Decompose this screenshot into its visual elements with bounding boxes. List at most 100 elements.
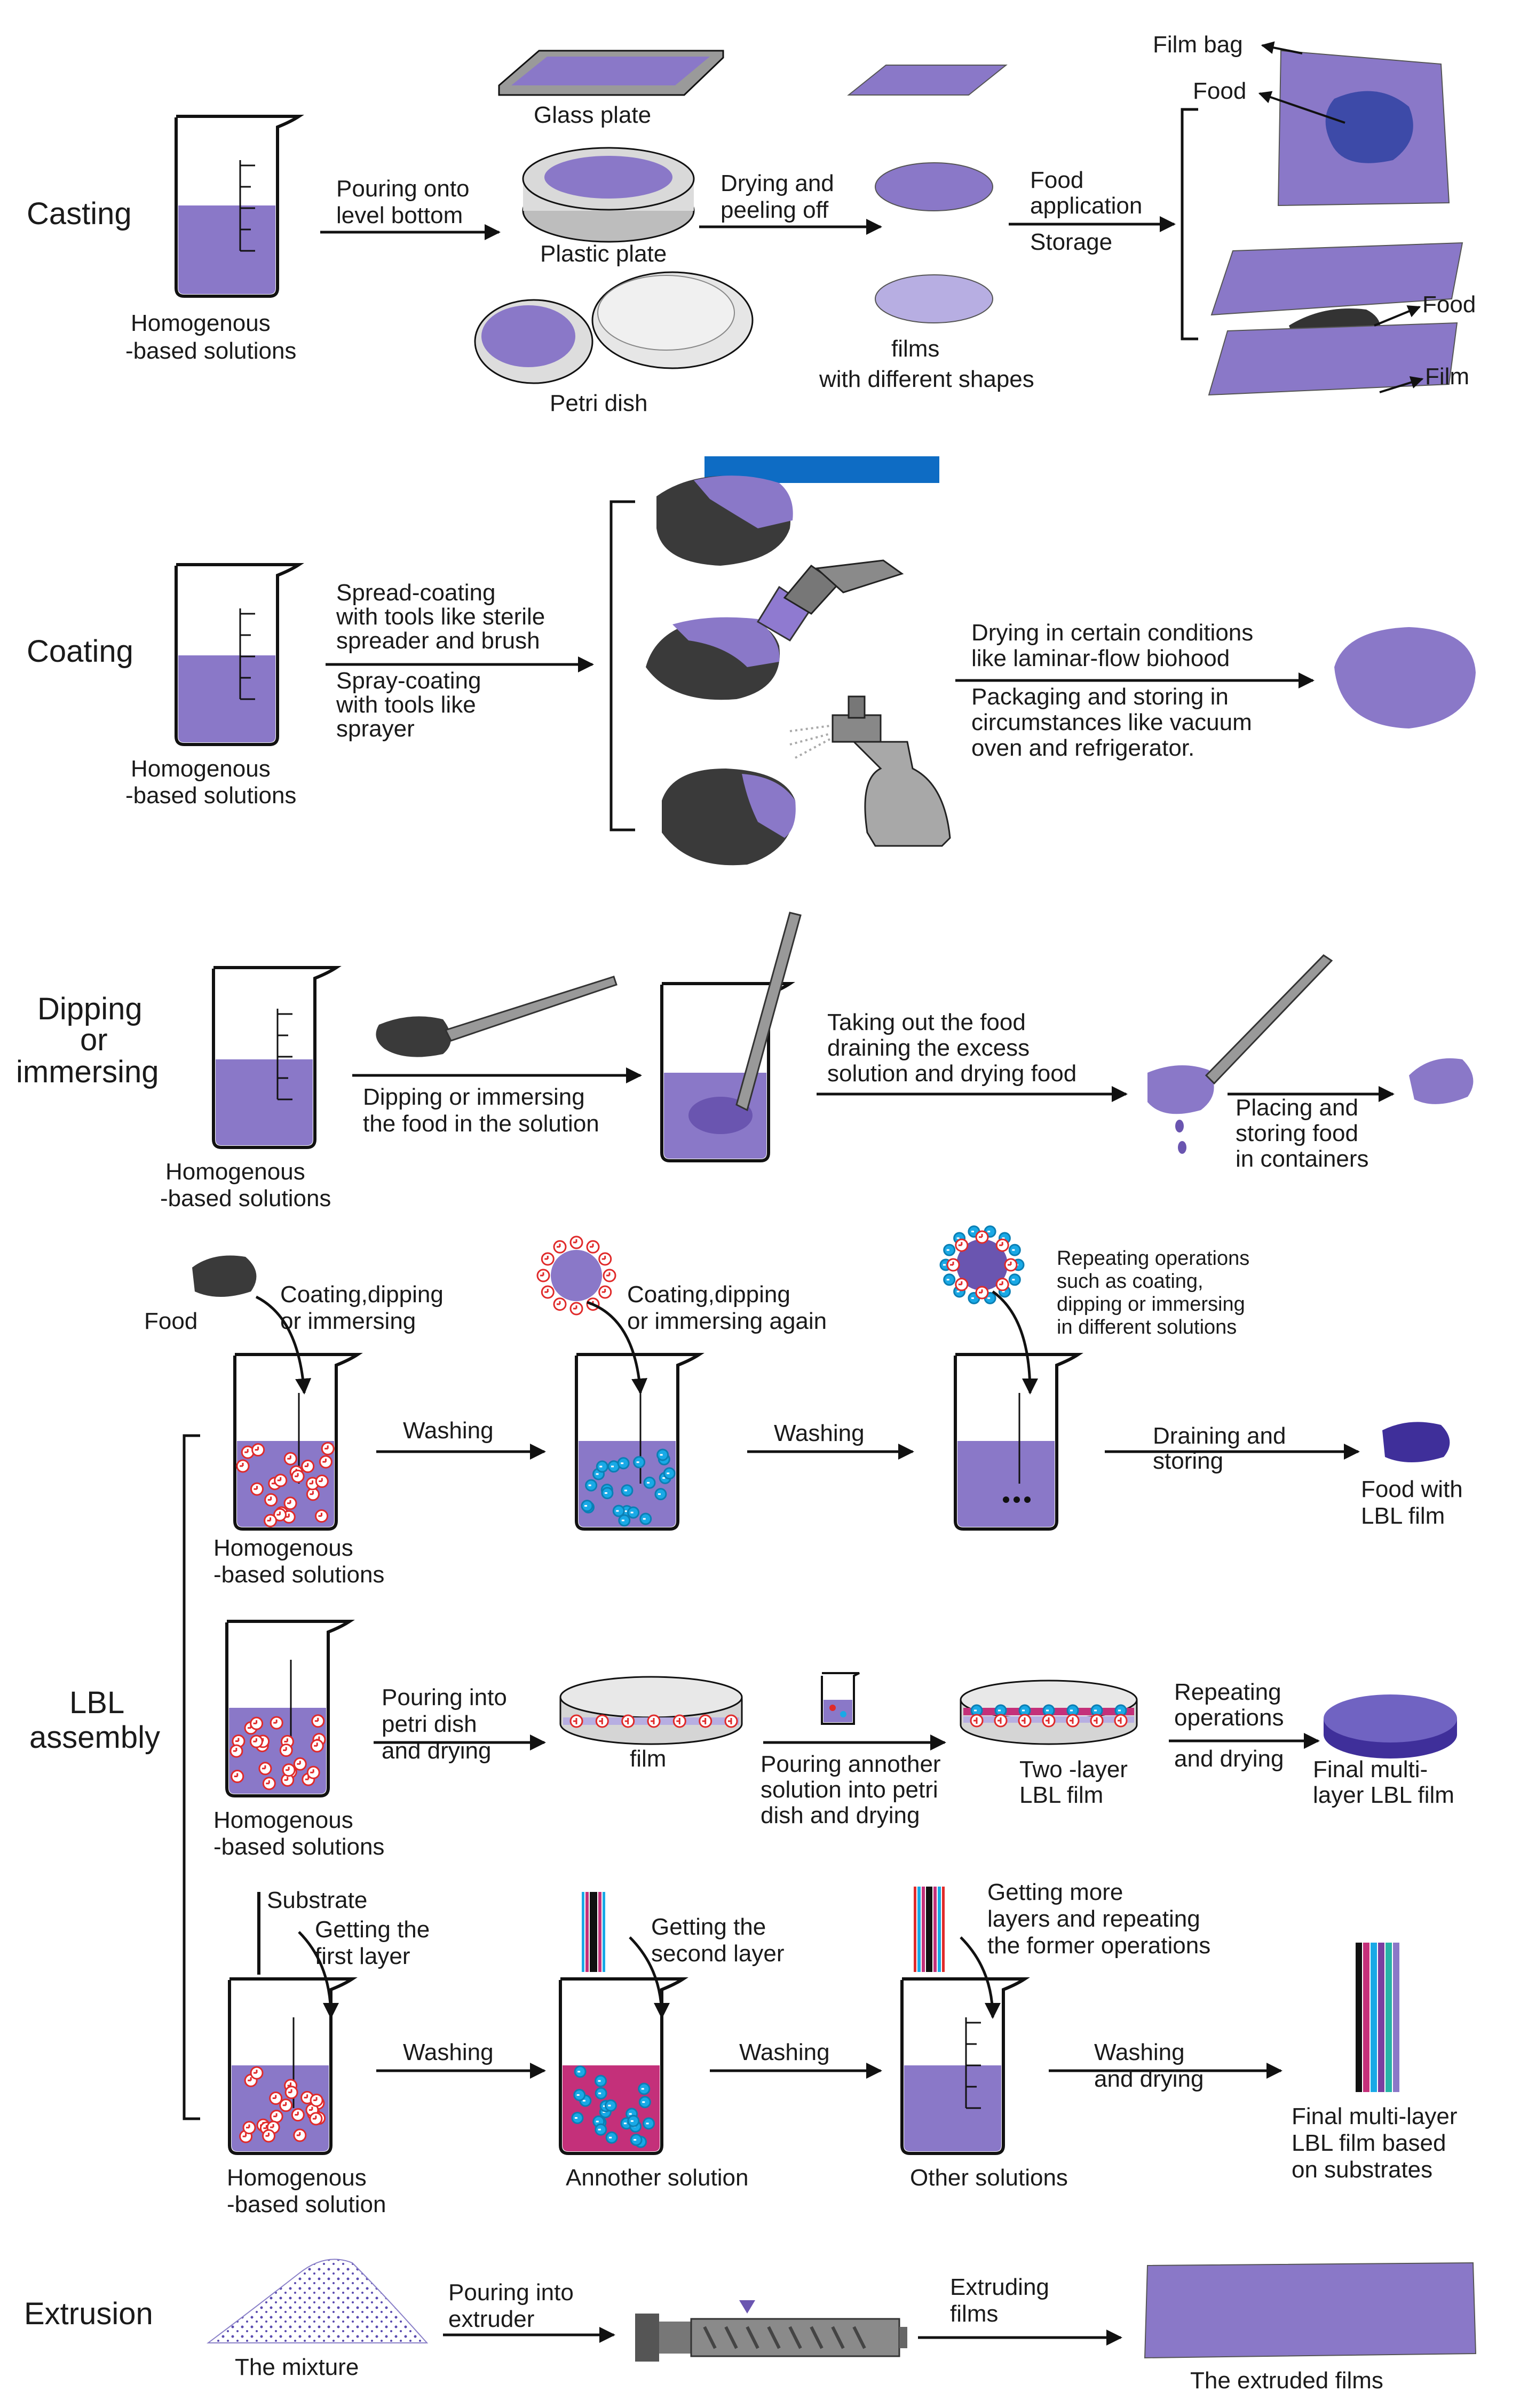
lbl-row-2: Homogenous -based solutions Pouring into… bbox=[213, 1620, 1457, 1860]
lbl-row3-beaker-1 bbox=[228, 1977, 358, 2155]
coating-pack-3: oven and refrigerator. bbox=[971, 735, 1194, 761]
dipped-food-shape bbox=[1409, 1058, 1474, 1104]
dipping-take-1: Taking out the food bbox=[827, 1009, 1026, 1035]
lbl-title-1: LBL bbox=[69, 1685, 124, 1720]
lbl-final-substrate-film bbox=[1356, 1943, 1399, 2092]
lbl-coated-food-icon-1 bbox=[536, 1235, 616, 1316]
dipping-dip-1: Dipping or immersing bbox=[363, 1084, 585, 1110]
positive-charge-row bbox=[970, 1714, 1128, 1728]
lbl-coat1-2: or immersing bbox=[280, 1308, 416, 1334]
lbl-food-shape bbox=[192, 1255, 257, 1297]
extrusion-mixture: The mixture bbox=[235, 2354, 359, 2380]
positive-charges bbox=[946, 1230, 1018, 1300]
coating-spread-1: Spread-coating bbox=[336, 580, 495, 606]
extrusion-section: Extrusion The mixture Pouring into extru… bbox=[24, 2259, 1477, 2394]
bottom-film-shape bbox=[1208, 322, 1458, 396]
casting-pour-2: level bottom bbox=[336, 202, 463, 228]
positive-charges bbox=[236, 1441, 335, 1527]
coating-spray-3: sprayer bbox=[336, 716, 415, 742]
lbl-row2-pour2-3: dish and drying bbox=[761, 1802, 920, 1828]
lbl-result-1: Food with bbox=[1361, 1476, 1463, 1502]
casting-title: Casting bbox=[27, 196, 132, 231]
film-bag-arrow bbox=[1261, 41, 1303, 54]
dipping-beaker bbox=[212, 966, 342, 1149]
lbl-row3-wash1: Washing bbox=[403, 2039, 494, 2065]
extrusion-result: The extruded films bbox=[1190, 2367, 1383, 2394]
extrusion-extrude-1: Extruding bbox=[950, 2274, 1049, 2300]
positive-charges bbox=[229, 1714, 326, 1791]
tweezers-food-icon bbox=[376, 976, 618, 1057]
coating-beaker bbox=[175, 563, 304, 746]
casting-drying-2: peeling off bbox=[721, 197, 829, 223]
lbl-more-1: Getting more bbox=[987, 1879, 1123, 1905]
negative-charges bbox=[571, 2065, 655, 2148]
lbl-coat2-1: Coating,dipping bbox=[627, 1281, 790, 1308]
dipping-title-3: immersing bbox=[16, 1055, 159, 1089]
lbl-first-2: first layer bbox=[315, 1943, 410, 1969]
coating-spray-1: Spray-coating bbox=[336, 668, 481, 694]
food2-label: Food bbox=[1422, 291, 1476, 318]
plastic-plate-shape bbox=[522, 147, 695, 243]
lbl-row2-solution-2: -based solutions bbox=[213, 1834, 384, 1860]
dipping-section: Dipping or immersing Homogenous -based s… bbox=[16, 912, 1474, 1211]
dipping-title-2: or bbox=[80, 1023, 108, 1057]
dipping-take-3: solution and drying food bbox=[827, 1060, 1076, 1087]
lbl-row3-drop-3 bbox=[960, 1936, 1001, 2019]
coating-spray-2: with tools like bbox=[336, 692, 476, 718]
lbl-second-1: Getting the bbox=[651, 1914, 766, 1940]
lbl-repeat-3: dipping or immersing bbox=[1057, 1293, 1245, 1316]
extruded-film-shape bbox=[1144, 2262, 1477, 2359]
lbl-wash1: Washing bbox=[403, 1417, 494, 1444]
lbl-small-beaker bbox=[821, 1672, 860, 1725]
lbl-petri-film bbox=[559, 1676, 743, 1745]
lbl-row-3: Substrate Getting the first layer Homoge… bbox=[227, 1879, 1458, 2217]
coating-spread-3: spreader and brush bbox=[336, 628, 540, 654]
dipping-place-2: storing food bbox=[1236, 1120, 1358, 1146]
lbl-bracket bbox=[183, 1434, 200, 2120]
lbl-row3-final-2: LBL film based bbox=[1292, 2130, 1446, 2156]
lbl-food-label: Food bbox=[144, 1308, 197, 1334]
extrusion-pour-2: extruder bbox=[448, 2306, 534, 2332]
lbl-row2-pour2-2: solution into petri bbox=[761, 1777, 938, 1803]
dipping-place-3: in containers bbox=[1236, 1146, 1368, 1172]
lbl-row3-wash3-2: and drying bbox=[1094, 2066, 1204, 2092]
drained-food-icon bbox=[1147, 954, 1333, 1154]
negative-charge-row bbox=[970, 1704, 1127, 1717]
casting-solution-2: -based solutions bbox=[125, 338, 296, 364]
coating-bracket bbox=[609, 500, 635, 831]
casting-app-2: application bbox=[1030, 193, 1142, 219]
lbl-more-3: the former operations bbox=[987, 1932, 1210, 1959]
film-bag-label: Film bag bbox=[1153, 31, 1243, 58]
coating-dry-2: like laminar-flow biohood bbox=[971, 645, 1230, 671]
glass-plate-shape bbox=[498, 50, 724, 96]
lbl-row2-repeat-2: operations bbox=[1174, 1705, 1284, 1731]
lbl-substrate: Substrate bbox=[267, 1887, 367, 1913]
coated-food-shape bbox=[1334, 627, 1476, 728]
negative-charges bbox=[581, 1448, 676, 1527]
lbl-title-2: assembly bbox=[29, 1720, 160, 1755]
lbl-row2-repeat-1: Repeating bbox=[1174, 1679, 1281, 1705]
film-ellipse-2 bbox=[875, 274, 993, 323]
coating-pack-1: Packaging and storing in bbox=[971, 684, 1229, 710]
lbl-row3-another: Annother solution bbox=[566, 2165, 748, 2191]
lbl-final-film-shape bbox=[1324, 1694, 1457, 1759]
lbl-coated-food-icon-2 bbox=[939, 1225, 1025, 1304]
food2-arrow bbox=[1374, 305, 1421, 327]
petri-dish-shape bbox=[474, 271, 754, 384]
casting-pour-1: Pouring onto bbox=[336, 176, 470, 202]
casting-section: Casting Homogenous -based solutions Pour… bbox=[27, 31, 1476, 416]
lbl-row2-two-2: LBL film bbox=[1019, 1782, 1103, 1808]
casting-films-2: with different shapes bbox=[819, 366, 1034, 392]
dipping-solution-2: -based solutions bbox=[160, 1185, 331, 1211]
lbl-row3-final-1: Final multi-layer bbox=[1292, 2103, 1458, 2129]
lbl-row3-wash3-1: Washing bbox=[1094, 2039, 1185, 2065]
lbl-row2-two-1: Two -layer bbox=[1019, 1756, 1128, 1783]
lbl-row2-final-1: Final multi- bbox=[1313, 1756, 1428, 1783]
lbl-row2-repeat-3: and drying bbox=[1174, 1746, 1284, 1772]
lbl-row3-final-3: on substrates bbox=[1292, 2157, 1432, 2183]
extrusion-extrude-2: films bbox=[950, 2301, 998, 2327]
lbl-wash2: Washing bbox=[774, 1420, 865, 1446]
food-spread-shape bbox=[656, 476, 793, 566]
coating-pack-2: circumstances like vacuum bbox=[971, 709, 1252, 735]
lbl-more-2: layers and repeating bbox=[987, 1906, 1200, 1932]
